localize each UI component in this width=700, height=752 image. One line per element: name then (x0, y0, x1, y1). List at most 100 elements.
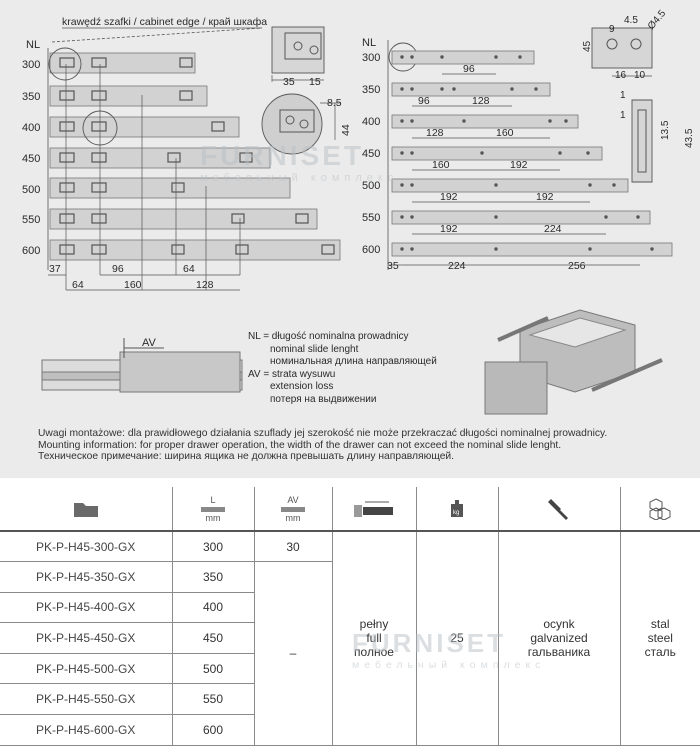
header-extension (331, 487, 417, 532)
note-ru: Техническое примечание: ширина ящика не … (38, 451, 455, 462)
detail-bracket-3: 9 4.5 Ø4.5 45 16 10 (582, 8, 669, 81)
svg-text:450: 450 (22, 153, 40, 165)
svg-text:1: 1 (620, 90, 626, 101)
svg-text:96: 96 (463, 63, 475, 75)
svg-text:16: 16 (615, 70, 627, 81)
left-rails (48, 47, 341, 290)
rail-profile: 1 1 13.5 43.5 (620, 90, 695, 183)
svg-text:4.5: 4.5 (624, 15, 638, 26)
av-drawing: AV (41, 337, 243, 393)
cell-length: 300 (171, 530, 255, 563)
svg-text:192: 192 (440, 191, 458, 203)
svg-text:160: 160 (432, 159, 450, 171)
svg-text:600: 600 (362, 244, 380, 256)
cell-length: 550 (171, 683, 254, 716)
cubes-icon (649, 497, 671, 520)
svg-text:300: 300 (22, 59, 40, 71)
svg-text:128: 128 (196, 279, 214, 291)
svg-text:128: 128 (472, 95, 490, 107)
cell-length: 400 (171, 591, 254, 624)
legend: NL = długość nominalna prowadnicy nomina… (248, 331, 437, 406)
detail-bracket-1: 35 15 (271, 26, 325, 88)
svg-text:64: 64 (72, 279, 84, 291)
table-row: PK-P-H45-600-GX 600 (0, 714, 700, 746)
length-icon (201, 506, 225, 512)
cell-code: PK-P-H45-350-GX (0, 561, 173, 593)
mounting-notes: Uwagi montażowe: dla prawidłowego działa… (38, 428, 607, 463)
table-row: PK-P-H45-500-GX 500 (0, 652, 700, 685)
detail-bracket-2: 8.5 44 (261, 93, 352, 155)
header-load: kg (415, 487, 499, 532)
legend-av-en: extension loss (270, 381, 334, 392)
extension-icon (354, 501, 393, 517)
nl-sizes-right: 300 350 400 450 500 550 600 (362, 52, 380, 256)
cell-av-rest: – (253, 561, 332, 746)
technical-drawing-panel: krawędź szafki / cabinet edge / край шка… (0, 0, 700, 478)
svg-text:15: 15 (309, 76, 321, 88)
left-dimensions: 37 96 64 64 160 128 (49, 263, 214, 291)
cell-code: PK-P-H45-450-GX (0, 622, 173, 654)
svg-text:192: 192 (440, 223, 458, 235)
svg-text:96: 96 (418, 95, 430, 107)
nl-label-left: NL (26, 39, 40, 51)
svg-text:224: 224 (544, 223, 562, 235)
note-en: Mounting information: for proper drawer … (38, 439, 562, 451)
folder-icon (73, 502, 98, 517)
svg-text:350: 350 (362, 84, 380, 96)
svg-text:8.5: 8.5 (327, 97, 342, 109)
svg-text:13.5: 13.5 (660, 120, 671, 140)
right-dimensions: 96 96 128 128 160 160 192 192 192 192 22… (387, 63, 586, 272)
cell-load: 25 (415, 530, 499, 746)
svg-text:550: 550 (22, 214, 40, 226)
legend-av-pl: AV = strata wysuwu (248, 368, 336, 380)
note-pl: Uwagi montażowe: dla prawidłowego działa… (38, 428, 608, 439)
svg-text:Ø4.5: Ø4.5 (646, 8, 669, 32)
svg-text:400: 400 (362, 116, 380, 128)
legend-nl-ru: номинальная длина направляющей (270, 356, 437, 367)
svg-text:128: 128 (426, 127, 444, 139)
svg-text:160: 160 (496, 127, 514, 139)
legend-nl-en: nominal slide lenght (270, 343, 359, 355)
cell-length: 350 (171, 561, 255, 593)
header-code (0, 487, 173, 532)
slide-drawing: krawędź szafki / cabinet edge / край шка… (22, 8, 695, 415)
legend-nl-pl: NL = długość nominalna prowadnicy (248, 331, 409, 342)
cell-code: PK-P-H45-400-GX (0, 591, 173, 624)
table-row: PK-P-H45-350-GX 350 – (0, 561, 700, 746)
svg-text:256: 256 (568, 260, 586, 272)
cell-code: PK-P-H45-600-GX (0, 714, 173, 746)
cell-length: 600 (171, 714, 254, 746)
table-row: PK-P-H45-450-GX 450 (0, 622, 700, 654)
nl-label-right: NL (362, 37, 376, 49)
nl-sizes-left: 300 350 400 450 500 550 600 (22, 59, 40, 257)
svg-text:kg: kg (453, 510, 459, 516)
svg-text:1: 1 (620, 110, 626, 121)
right-rails (391, 50, 673, 257)
svg-text:64: 64 (183, 263, 195, 275)
svg-text:500: 500 (22, 184, 40, 196)
svg-text:500: 500 (362, 180, 380, 192)
svg-text:96: 96 (112, 263, 124, 275)
svg-text:300: 300 (362, 52, 380, 64)
cell-av: 30 (253, 530, 333, 563)
svg-text:400: 400 (22, 122, 40, 134)
svg-text:350: 350 (22, 91, 40, 103)
svg-text:192: 192 (536, 191, 554, 203)
weight-icon: kg (451, 499, 463, 517)
cell-code: PK-P-H45-550-GX (0, 683, 173, 716)
table-row: PK-P-H45-400-GX 400 (0, 591, 700, 624)
svg-text:35: 35 (387, 260, 399, 272)
svg-text:37: 37 (49, 263, 61, 275)
cell-length: 450 (171, 622, 254, 654)
cell-code: PK-P-H45-500-GX (0, 652, 173, 685)
svg-text:10: 10 (634, 70, 646, 81)
svg-text:AV: AV (142, 337, 157, 349)
